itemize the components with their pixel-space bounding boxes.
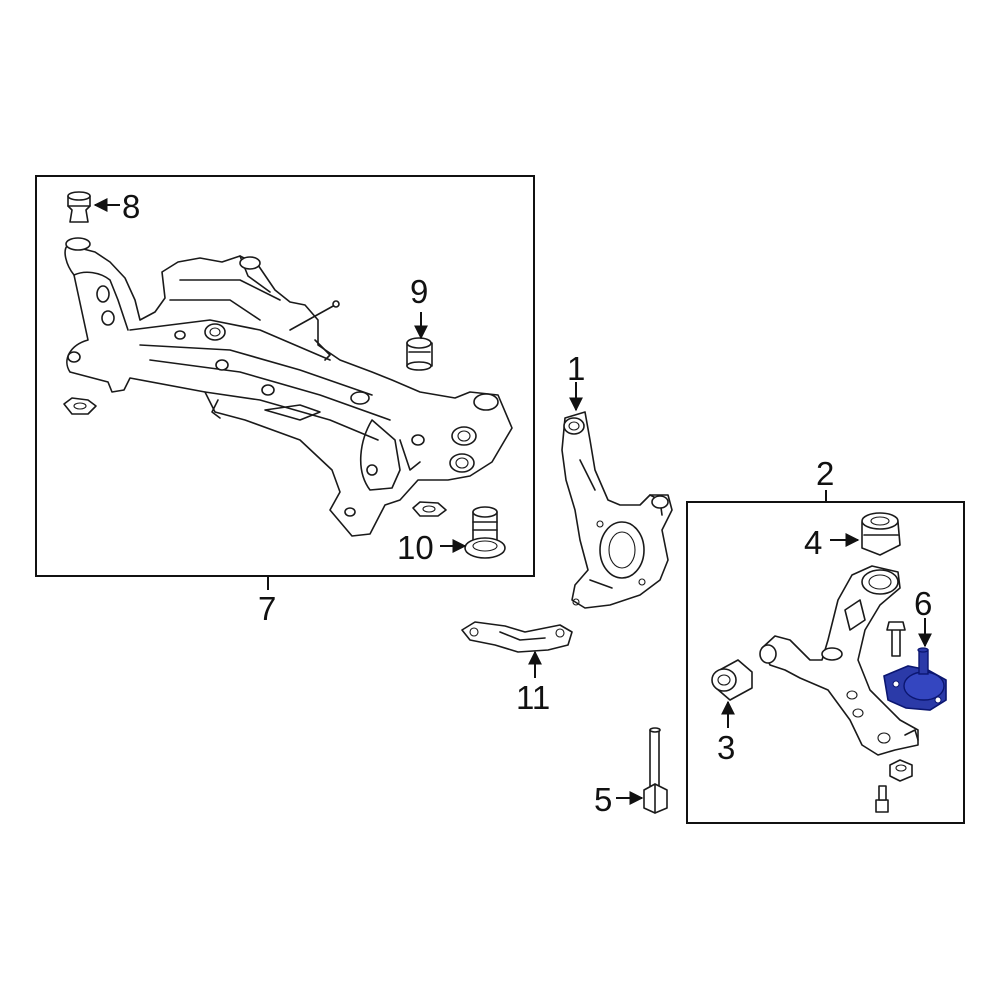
engine-cradle[interactable] bbox=[64, 237, 513, 537]
callout-label-5: 5 bbox=[594, 781, 613, 818]
callout-label-3: 3 bbox=[717, 729, 736, 766]
nut[interactable] bbox=[889, 759, 913, 782]
upper-bushing[interactable] bbox=[67, 191, 91, 223]
lower-control-arm[interactable] bbox=[759, 565, 919, 756]
steering-knuckle[interactable] bbox=[561, 411, 673, 609]
lower-bushing[interactable] bbox=[464, 506, 506, 559]
bracket-11[interactable] bbox=[461, 621, 573, 653]
pinch-bolt[interactable] bbox=[886, 621, 906, 657]
front-bushing[interactable] bbox=[711, 659, 753, 701]
cradle-plate-right bbox=[412, 501, 447, 517]
callout-label-11: 11 bbox=[516, 679, 551, 716]
ball-joint[interactable] bbox=[883, 647, 947, 711]
cradle-group-box bbox=[35, 175, 535, 577]
callout-label-4: 4 bbox=[804, 524, 823, 561]
callout-label-10: 10 bbox=[397, 529, 434, 566]
callout-label-2: 2 bbox=[816, 455, 835, 492]
callout-label-8: 8 bbox=[122, 188, 141, 225]
bolt-5[interactable] bbox=[643, 727, 668, 814]
small-bolt[interactable] bbox=[875, 785, 889, 813]
rear-bushing[interactable] bbox=[861, 512, 901, 556]
bushing-9[interactable] bbox=[406, 337, 433, 371]
cradle-plate-left bbox=[63, 397, 97, 415]
callout-label-6: 6 bbox=[914, 585, 933, 622]
callout-label-9: 9 bbox=[410, 273, 429, 310]
callout-label-7: 7 bbox=[258, 590, 277, 627]
callout-label-1: 1 bbox=[567, 350, 586, 387]
